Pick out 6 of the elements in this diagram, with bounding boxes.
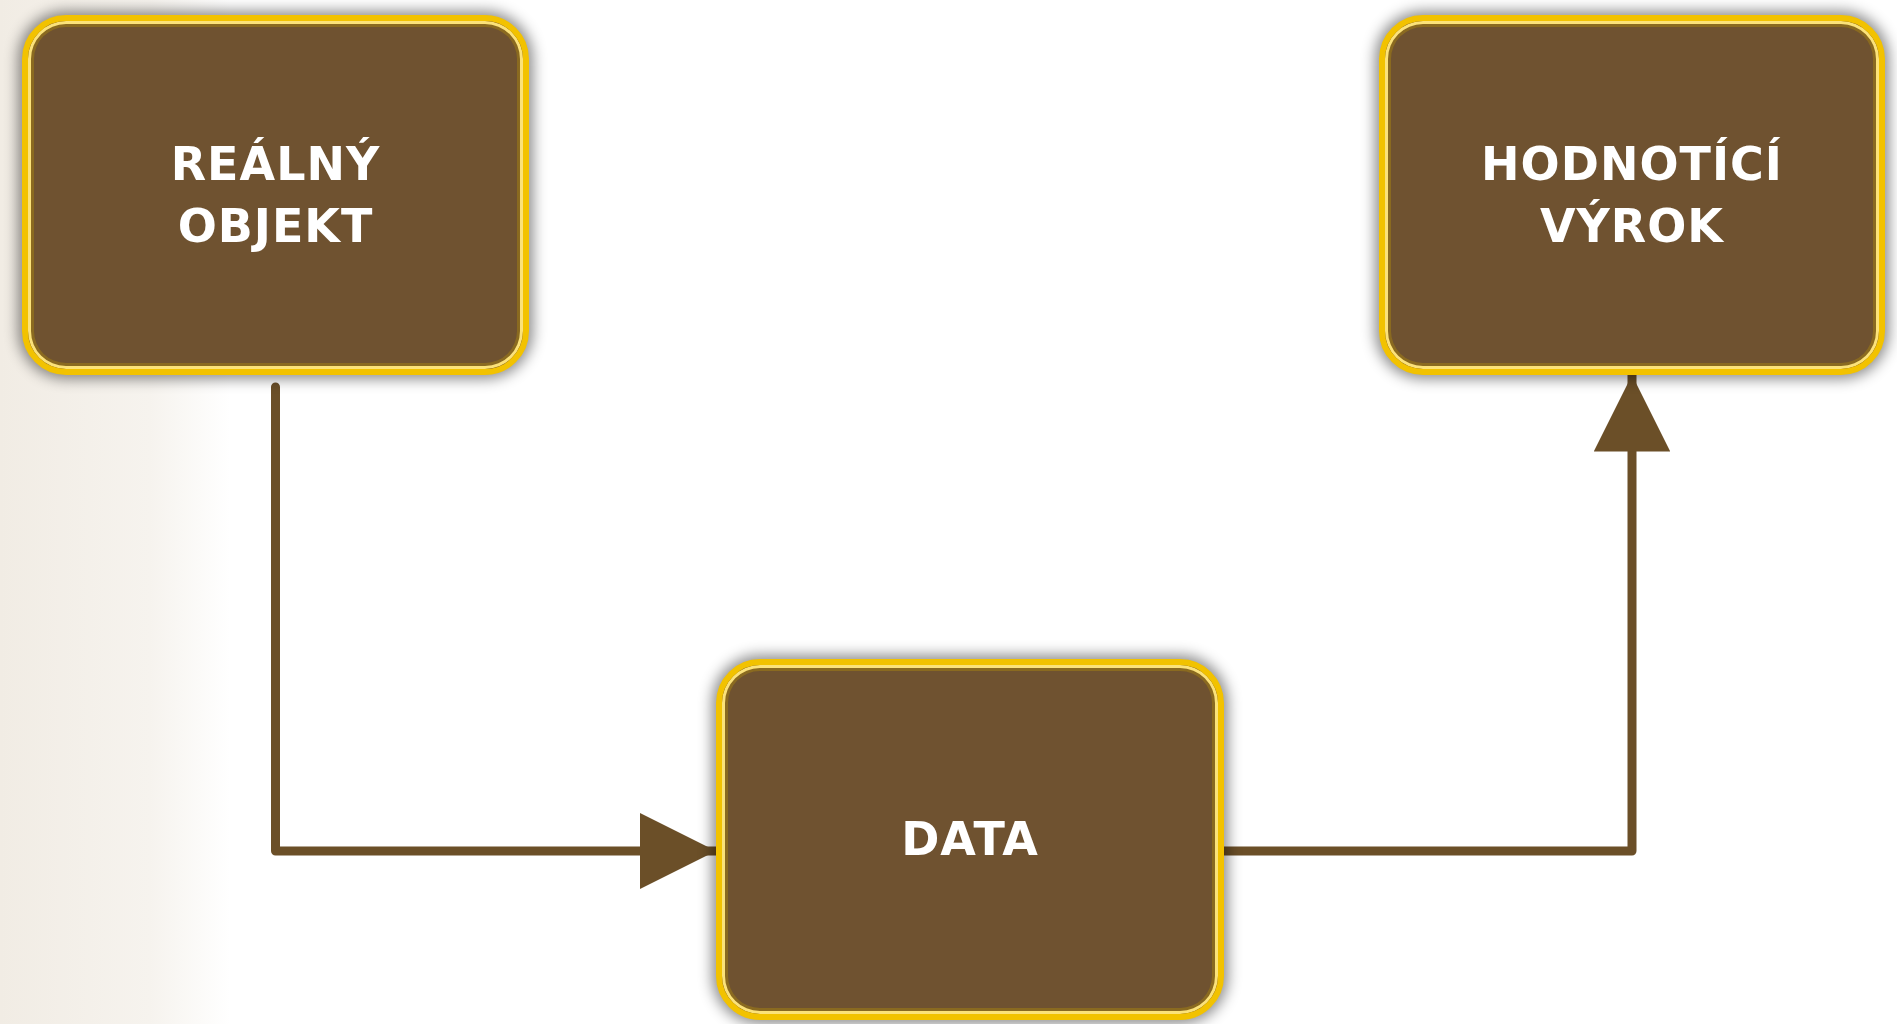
box-label: HODNOTÍCÍ VÝROK xyxy=(1480,135,1784,255)
process-box xyxy=(22,15,529,375)
process-box xyxy=(716,659,1224,1020)
box-label: DATA xyxy=(901,811,1039,869)
box-label: REÁLNÝ OBJEKT xyxy=(169,135,382,255)
process-box xyxy=(1379,15,1885,375)
